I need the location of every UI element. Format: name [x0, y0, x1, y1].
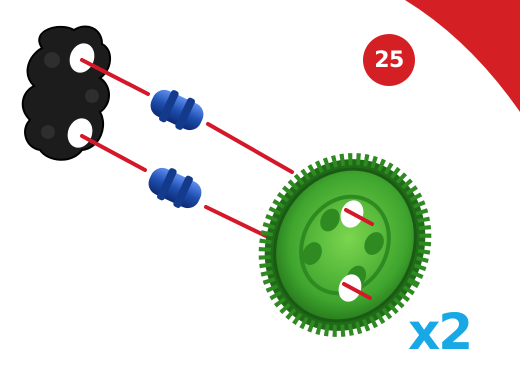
- blue-bushing-icon: [143, 161, 206, 215]
- blue-bushing-icon: [145, 83, 208, 137]
- quantity-label: x2: [408, 307, 471, 357]
- corner-accent: [405, 0, 520, 112]
- step-number-badge: 25: [363, 34, 415, 86]
- black-connector-icon: [23, 26, 110, 159]
- step-number: 25: [374, 48, 404, 73]
